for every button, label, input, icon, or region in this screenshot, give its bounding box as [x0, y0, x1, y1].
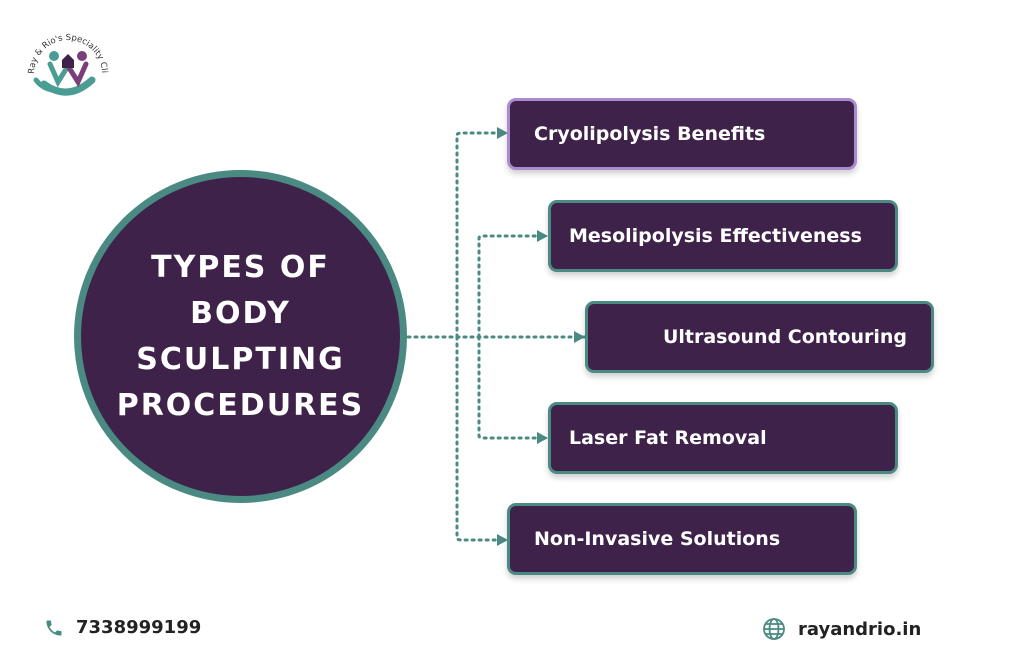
center-title: TYPES OF BODY SCULPTING PROCEDURES — [116, 249, 365, 423]
logo-mark-icon: Ray & Rio's Speciality Clinic — [19, 15, 109, 96]
branch-box-3: Ultrasound Contouring — [585, 301, 934, 373]
center-circle: TYPES OF BODY SCULPTING PROCEDURES — [74, 170, 407, 503]
connector-branch-inner — [477, 234, 542, 440]
branch-label-1: Cryolipolysis Benefits — [534, 123, 766, 145]
phone-icon — [46, 620, 62, 635]
arrow-head-2 — [537, 230, 548, 242]
branch-label-4: Laser Fat Removal — [569, 427, 767, 449]
branch-box-2: Mesolipolysis Effectiveness — [548, 200, 898, 272]
connector-branch-outer — [455, 131, 502, 542]
branch-label-3: Ultrasound Contouring — [662, 326, 907, 348]
branch-box-5: Non-Invasive Solutions — [507, 503, 857, 575]
branch-label-2: Mesolipolysis Effectiveness — [569, 225, 862, 247]
arrow-head-4 — [537, 432, 548, 444]
website-link: rayandrio.in — [798, 618, 922, 640]
clinic-logo: Ray & Rio's Speciality Clinic — [19, 15, 114, 114]
arrow-head-5 — [497, 534, 508, 546]
footer-phone[interactable]: 7338999199 — [44, 617, 201, 638]
branch-box-4: Laser Fat Removal — [548, 402, 898, 474]
branch-label-5: Non-Invasive Solutions — [534, 528, 781, 550]
phone-number: 7338999199 — [76, 617, 202, 638]
arrow-head-3 — [574, 331, 585, 343]
branch-box-1: Cryolipolysis Benefits — [507, 98, 857, 170]
arrow-head-1 — [497, 127, 508, 139]
footer-website[interactable]: rayandrio.in — [762, 617, 921, 641]
globe-icon — [763, 618, 785, 640]
